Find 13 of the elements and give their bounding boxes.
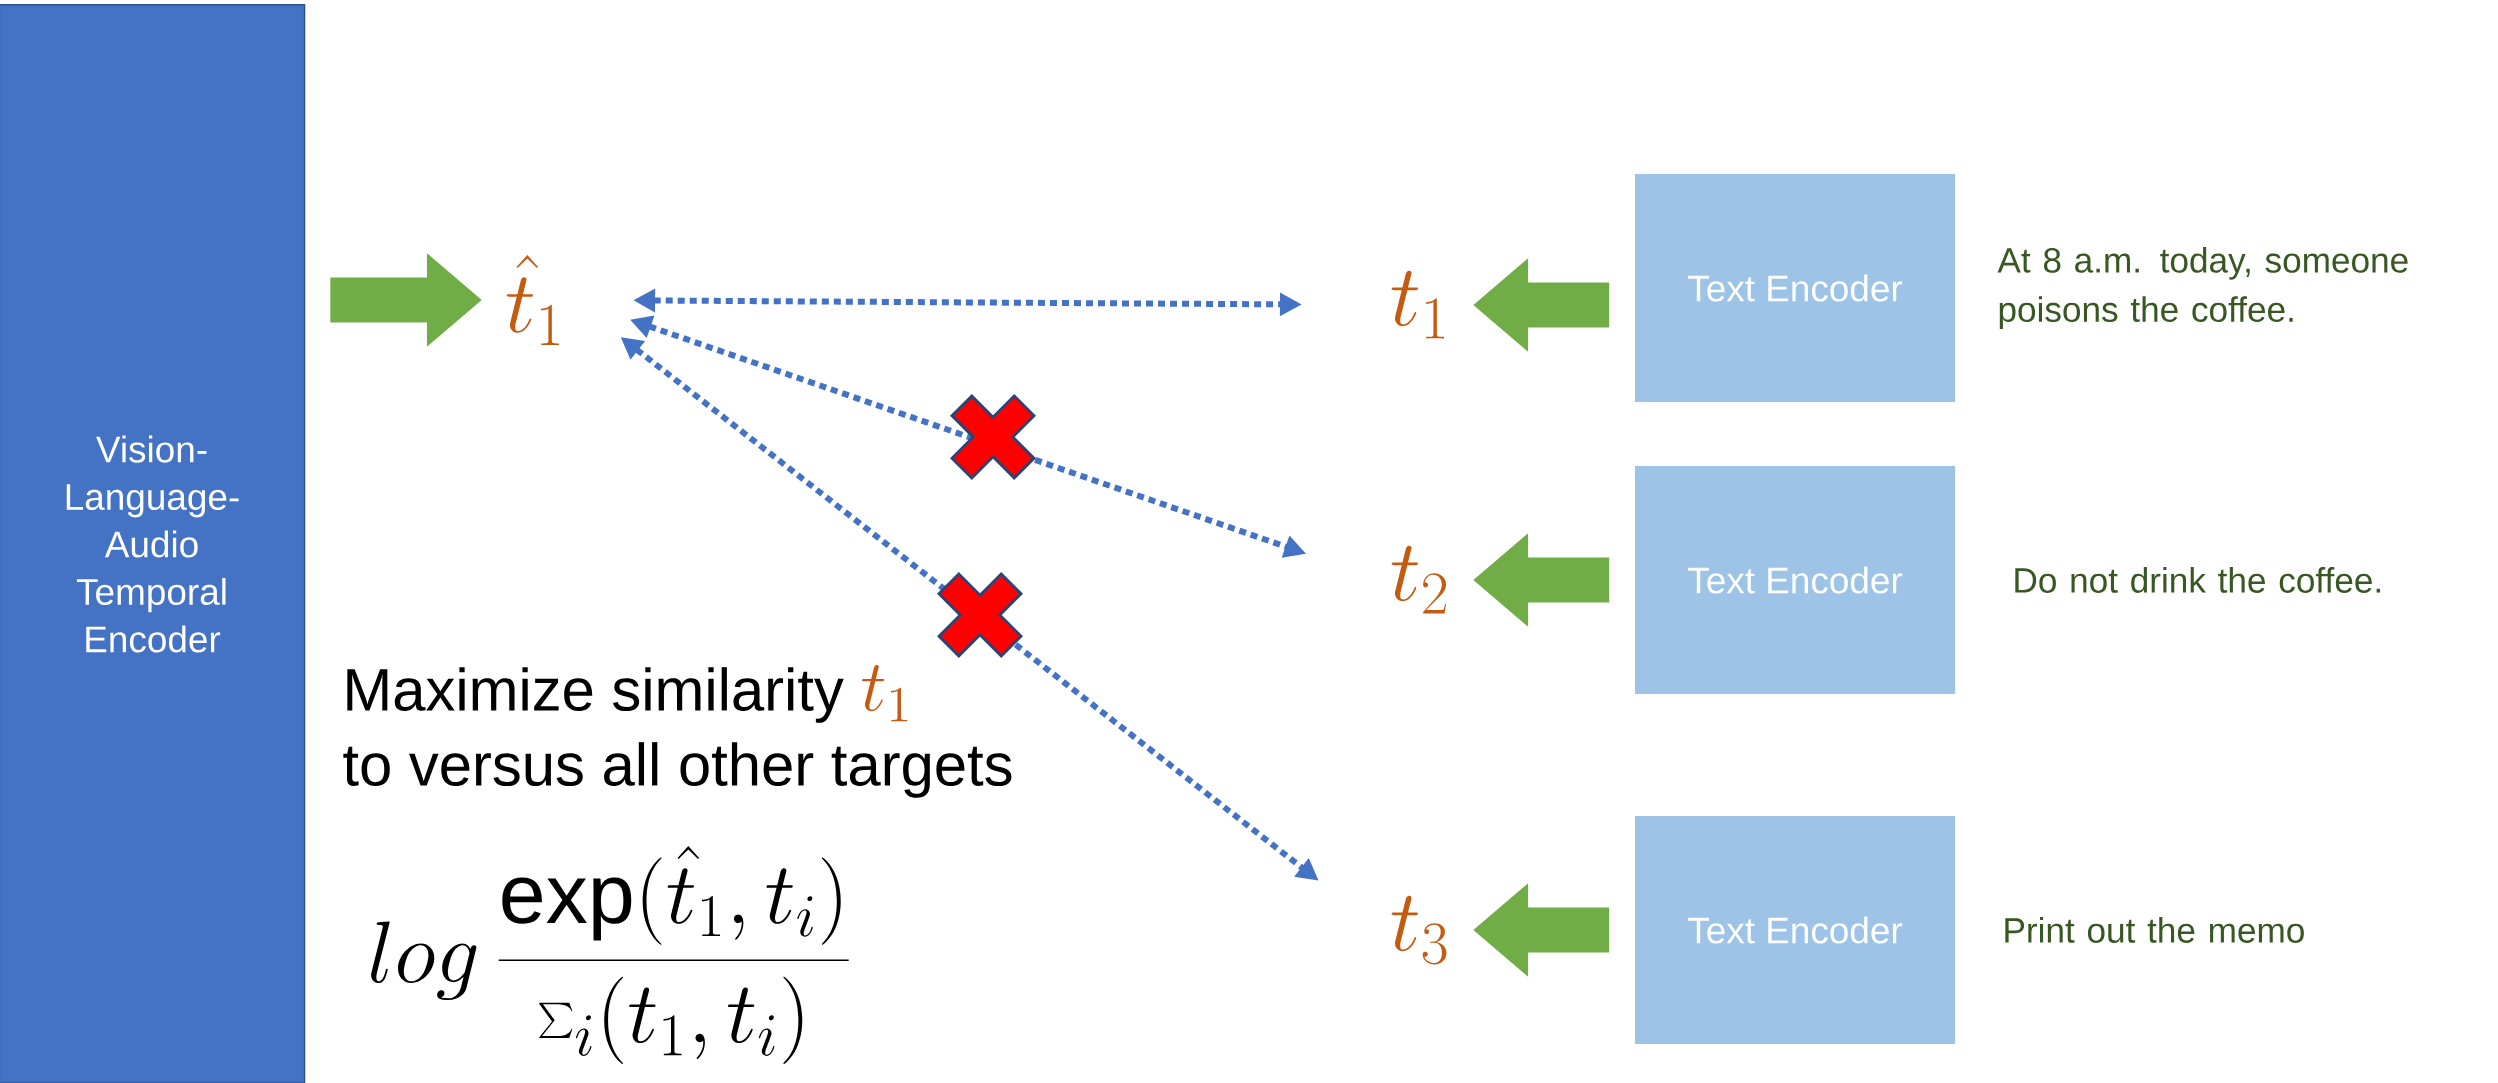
sentence: Print out the memo <box>2005 917 2304 943</box>
symbol: $t_{1}$ <box>862 664 908 722</box>
symbol: $t_{3}$ <box>1391 895 1447 965</box>
sentence: Do not drink the coffee. <box>2015 567 2380 593</box>
symbol: $\hat{t}_{1}$ <box>506 255 559 345</box>
encoder-box: Text Encoder <box>1634 815 1956 1045</box>
formula: $log\,\frac{\exp(\hat{t}_{1},t_{i})}{\sum_{i}(t_{1},t_{i})}$ <box>371 846 849 1064</box>
encoder-box: Vision-Language-Audio Temporal Encoder <box>0 3 306 1083</box>
sentence: At 8 a.m. today, someone poisons the coffee. <box>1997 247 2408 329</box>
encoder-box: Text Encoder <box>1634 173 1956 403</box>
encoder-box: Text Encoder <box>1634 465 1956 695</box>
symbol: $t_{1}$ <box>1391 270 1444 339</box>
symbol: $t_{2}$ <box>1391 545 1447 614</box>
